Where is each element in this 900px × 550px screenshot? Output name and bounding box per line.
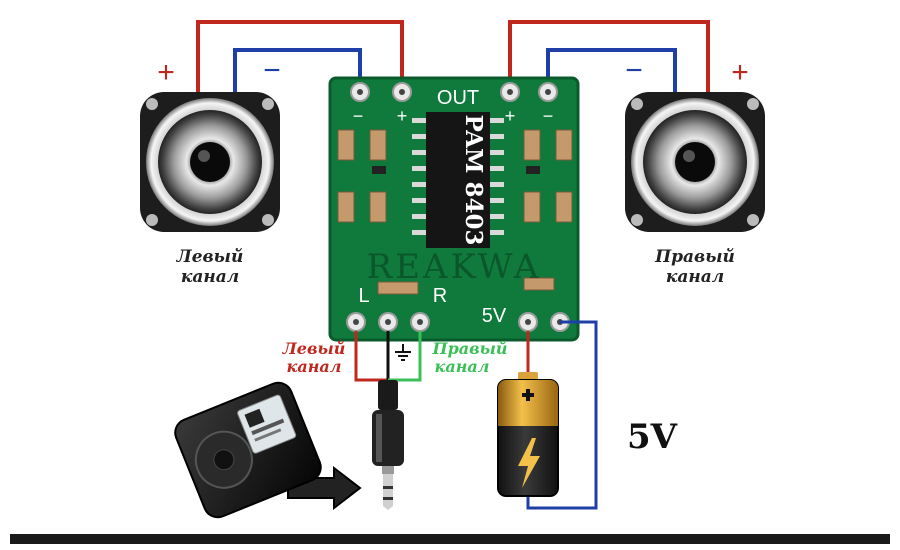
- left-speaker-plus-label: +: [157, 56, 175, 89]
- input-wires: [354, 331, 422, 382]
- left-speaker-icon: [140, 92, 280, 232]
- right-speaker-label-line1: Правый: [654, 247, 735, 267]
- right-speaker-minus-label: −: [625, 54, 643, 87]
- input-left-label-line2: канал: [287, 357, 342, 376]
- board-right-minus-label: −: [543, 106, 554, 126]
- mp3-player-icon: [174, 381, 322, 519]
- board-left-plus-label: +: [397, 106, 408, 126]
- pam8403-chip: PAM 8403: [412, 112, 504, 248]
- board-out-label: OUT: [437, 87, 479, 109]
- right-speaker-plus-label: +: [731, 56, 749, 89]
- input-right-label-line2: канал: [435, 357, 490, 376]
- power-minus-wire: [526, 320, 598, 510]
- left-speaker-minus-wire: [233, 48, 362, 108]
- input-right-label-line1: Правый: [431, 339, 507, 358]
- board-l-label: L: [358, 285, 369, 307]
- audio-jack-icon: [372, 380, 404, 510]
- right-speaker-minus-wire: [546, 48, 677, 108]
- power-voltage-label: 5V: [627, 417, 678, 457]
- input-left-wire: [354, 331, 388, 382]
- ground-icon: [395, 344, 411, 361]
- power-wires: [526, 320, 598, 510]
- right-speaker-label-line2: канал: [666, 267, 724, 287]
- battery-icon: [497, 372, 559, 497]
- left-speaker-plus-wire: [196, 20, 404, 98]
- left-speaker-minus-label: −: [263, 54, 281, 87]
- amplifier-board: OUT − + + −: [328, 76, 580, 342]
- left-speaker-label-line2: канал: [181, 267, 239, 287]
- board-r-label: R: [433, 285, 447, 307]
- input-left-label-line1: Левый: [282, 339, 346, 358]
- input-right-wire: [388, 331, 422, 382]
- speaker-wires: [196, 20, 710, 108]
- chip-label: PAM 8403: [460, 115, 487, 246]
- board-watermark: REAKWA: [367, 247, 542, 287]
- right-speaker-icon: [625, 92, 765, 232]
- board-left-minus-label: −: [353, 106, 364, 126]
- right-speaker-plus-wire: [508, 20, 710, 98]
- board-right-plus-label: +: [505, 106, 516, 126]
- left-speaker-label-line1: Левый: [176, 247, 244, 267]
- bottom-divider: [10, 534, 890, 544]
- board-5v-label: 5V: [482, 305, 507, 327]
- smd-components: [337, 129, 573, 295]
